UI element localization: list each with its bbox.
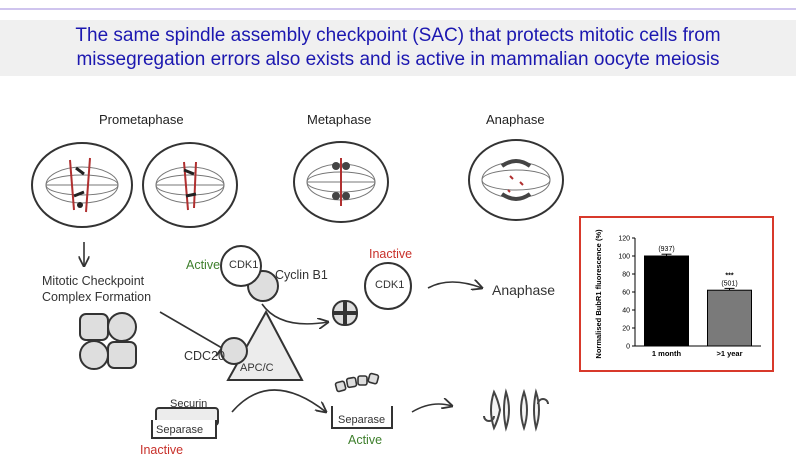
bubr1-chart-frame: Normalised BubR1 fluorescence (%) 0 20 40 6… bbox=[579, 216, 774, 372]
separase-active-label: Separase bbox=[338, 414, 386, 426]
apcc-complex bbox=[220, 309, 304, 381]
separase-active-shape bbox=[331, 406, 393, 429]
prometaphase-cell-1 bbox=[31, 142, 133, 228]
separase-inactive-state: Inactive bbox=[140, 443, 184, 457]
phase-label-anaphase: Anaphase bbox=[486, 112, 545, 127]
cdk1-label: CDK1 bbox=[229, 259, 259, 271]
arrow-to-chromosome-split bbox=[411, 404, 452, 413]
cdk1-inactive-label: Inactive bbox=[369, 247, 413, 261]
phase-label-prometaphase: Prometaphase bbox=[99, 112, 184, 127]
cdk1-inactive-circle bbox=[364, 262, 412, 310]
anaphase-cell bbox=[468, 139, 564, 221]
cdk1-active-label: Active bbox=[186, 258, 221, 272]
separase-active-state: Active bbox=[348, 433, 383, 447]
title-banner bbox=[0, 20, 796, 76]
chart-ylabel: Normalised BubR1 fluorescence (%) bbox=[594, 229, 603, 359]
securin-label: Securin bbox=[170, 398, 208, 410]
cdk1-cyclin-complex bbox=[220, 245, 279, 302]
cdc20-label: CDC20 bbox=[184, 349, 225, 363]
slide-title: The same spindle assembly checkpoint (SA… bbox=[0, 24, 796, 72]
chart-ytick-label: 80 bbox=[622, 272, 630, 279]
bubr1-bar-chart: Normalised BubR1 fluorescence (%) 0 20 40 6… bbox=[594, 229, 761, 359]
arrow-separase-activation bbox=[231, 389, 326, 412]
chart-ytick-label: 40 bbox=[622, 308, 630, 315]
chart-ytick-label: 120 bbox=[618, 236, 630, 243]
chart-bar bbox=[707, 289, 752, 347]
degraded-cyclin-icon bbox=[331, 299, 359, 327]
mcc-label-line-1: Mitotic Checkpoint bbox=[42, 274, 145, 288]
cdk1-right-label: CDK1 bbox=[375, 279, 405, 291]
chart-bars: (937) 1 month (501)*** >1 year bbox=[644, 246, 752, 358]
cyclin-b1-label: Cyclin B1 bbox=[275, 268, 328, 282]
separase-inactive-label: Separase bbox=[156, 424, 204, 436]
chart-category-label: >1 year bbox=[716, 349, 742, 358]
top-rule bbox=[0, 8, 796, 10]
mcc-complex-icon bbox=[79, 312, 137, 370]
separated-chromosomes-icon bbox=[483, 388, 549, 432]
chart-ytick-label: 60 bbox=[622, 290, 630, 297]
chart-category-label: 1 month bbox=[652, 349, 682, 358]
title-line-1: The same spindle assembly checkpoint (SA… bbox=[75, 25, 721, 46]
securin-separase-complex bbox=[151, 407, 219, 439]
phase-label-metaphase: Metaphase bbox=[307, 112, 372, 127]
anaphase-outcome-label: Anaphase bbox=[492, 282, 556, 298]
prometaphase-cell-2 bbox=[142, 142, 238, 228]
chart-ytick-label: 0 bbox=[626, 344, 630, 351]
chart-axes: 0 20 40 60 80 100 120 bbox=[618, 236, 761, 351]
chart-bar-label: (501) bbox=[721, 280, 737, 287]
chart-bar bbox=[644, 255, 689, 347]
inhibition-line bbox=[159, 311, 223, 349]
arrow-cdk1-degradation bbox=[261, 303, 328, 324]
mcc-label-line-2: Complex Formation bbox=[42, 290, 152, 304]
degraded-securin-icon bbox=[334, 372, 380, 393]
chart-significance-label: *** bbox=[725, 272, 733, 279]
arrow-to-anaphase bbox=[427, 282, 482, 288]
apcc-label: APC/C bbox=[240, 362, 274, 374]
chart-bar-label: (937) bbox=[658, 246, 674, 253]
chart-ytick-label: 20 bbox=[622, 326, 630, 333]
title-line-2: missegregation errors also exists and is… bbox=[76, 49, 720, 70]
metaphase-cell bbox=[293, 141, 389, 223]
chart-ytick-label: 100 bbox=[618, 254, 630, 261]
